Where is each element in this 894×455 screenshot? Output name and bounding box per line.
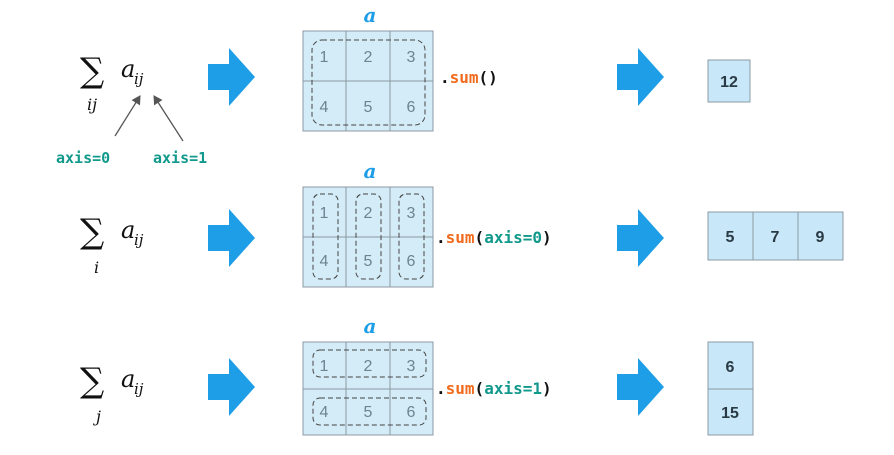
formula-subscript: ij bbox=[134, 70, 144, 88]
formula-sum-i: ∑ a ij i bbox=[80, 212, 144, 277]
array-grid: 1 2 3 4 5 6 bbox=[302, 186, 434, 288]
result-cell bbox=[707, 388, 754, 436]
right-arrow-icon bbox=[208, 209, 255, 267]
column-group-outline bbox=[312, 193, 339, 280]
row-total-sum: ∑ a ij ij axis=0 axis=1 a 1 2 3 4 5 6 .s… bbox=[56, 3, 751, 167]
result-cell bbox=[707, 341, 754, 390]
call-dot: . bbox=[440, 68, 450, 87]
result-value: 7 bbox=[771, 229, 780, 246]
array-grid: 1 2 3 4 5 6 bbox=[302, 30, 434, 132]
call-dot: . bbox=[436, 228, 446, 247]
array-cell: 5 bbox=[364, 253, 373, 270]
result-value: 12 bbox=[720, 74, 738, 91]
axis-argument: axis=0 bbox=[484, 228, 542, 247]
result-value: 9 bbox=[816, 229, 825, 246]
array-cell: 2 bbox=[364, 49, 373, 66]
call-paren-close: ) bbox=[542, 379, 552, 398]
method-name: sum bbox=[446, 228, 475, 247]
formula-sum-ij: ∑ a ij ij bbox=[80, 51, 144, 114]
axis-0-label: axis=0 bbox=[56, 149, 110, 167]
right-arrow-icon bbox=[617, 358, 664, 416]
result-value: 15 bbox=[721, 405, 739, 422]
array-cell: 5 bbox=[364, 99, 373, 116]
right-arrow-icon bbox=[208, 48, 255, 106]
pointer-arrow-icon bbox=[114, 95, 141, 137]
sum-group-outline bbox=[311, 39, 426, 126]
array-cell: 6 bbox=[407, 253, 416, 270]
axis-argument: axis=1 bbox=[484, 379, 542, 398]
formula-term: a bbox=[121, 216, 135, 244]
array-cell: 4 bbox=[320, 99, 329, 116]
formula-sum-index: ij bbox=[87, 95, 97, 114]
array-cell: 3 bbox=[407, 358, 416, 375]
row-sum-axis-0: ∑ a ij i a 1 2 3 4 5 6 .sum(axis=0) bbox=[80, 159, 844, 288]
array-label: a bbox=[364, 3, 377, 27]
result-value: 5 bbox=[726, 229, 735, 246]
right-arrow-icon bbox=[617, 48, 664, 106]
formula-sum-index: j bbox=[93, 407, 101, 426]
method-call: .sum(axis=1) bbox=[436, 379, 552, 398]
result-cell bbox=[707, 59, 751, 103]
call-paren-close: ) bbox=[542, 228, 552, 247]
array-cell: 2 bbox=[364, 358, 373, 375]
row-sum-axis-1: ∑ a ij j a 1 2 3 4 5 6 .sum(axis=1) 6 bbox=[80, 314, 754, 436]
call-dot: . bbox=[436, 379, 446, 398]
axis-1-label: axis=1 bbox=[153, 149, 207, 167]
result-array: 12 bbox=[707, 59, 751, 103]
method-name: sum bbox=[446, 379, 475, 398]
array-cell: 6 bbox=[407, 99, 416, 116]
formula-subscript: ij bbox=[134, 231, 144, 249]
array-cell: 3 bbox=[407, 49, 416, 66]
array-cell: 4 bbox=[320, 253, 329, 270]
formula-subscript: ij bbox=[134, 380, 144, 398]
array-cell: 4 bbox=[320, 404, 329, 421]
sum-symbol: ∑ bbox=[80, 212, 104, 252]
array-cell: 1 bbox=[320, 205, 329, 222]
call-args: () bbox=[479, 68, 498, 87]
method-name: sum bbox=[450, 68, 479, 87]
sum-symbol: ∑ bbox=[80, 361, 104, 401]
formula-sum-index: i bbox=[94, 258, 99, 277]
call-paren-open: ( bbox=[475, 379, 485, 398]
formula-term: a bbox=[121, 365, 135, 393]
row-group-outline bbox=[312, 349, 427, 378]
right-arrow-icon bbox=[617, 209, 664, 267]
result-cell bbox=[797, 211, 844, 261]
call-paren-open: ( bbox=[475, 228, 485, 247]
formula-sum-j: ∑ a ij j bbox=[80, 361, 144, 426]
result-array: 6 15 bbox=[707, 341, 754, 436]
method-call: .sum() bbox=[440, 68, 498, 87]
result-cell bbox=[707, 211, 754, 261]
array-cell: 3 bbox=[407, 205, 416, 222]
result-array: 5 7 9 bbox=[707, 211, 844, 261]
result-value: 6 bbox=[726, 359, 735, 376]
pointer-arrow-icon bbox=[153, 95, 184, 142]
array-grid: 1 2 3 4 5 6 bbox=[302, 341, 434, 436]
method-call: .sum(axis=0) bbox=[436, 228, 552, 247]
formula-term: a bbox=[121, 55, 135, 83]
right-arrow-icon bbox=[208, 358, 255, 416]
row-group-outline bbox=[312, 397, 427, 426]
array-label: a bbox=[364, 314, 377, 338]
array-cell: 2 bbox=[364, 205, 373, 222]
array-label: a bbox=[364, 159, 377, 183]
array-cell: 5 bbox=[364, 404, 373, 421]
array-cell: 1 bbox=[320, 49, 329, 66]
column-group-outline bbox=[398, 193, 425, 280]
array-cell: 6 bbox=[407, 404, 416, 421]
column-group-outline bbox=[355, 193, 382, 280]
array-cell: 1 bbox=[320, 358, 329, 375]
sum-symbol: ∑ bbox=[80, 51, 104, 91]
